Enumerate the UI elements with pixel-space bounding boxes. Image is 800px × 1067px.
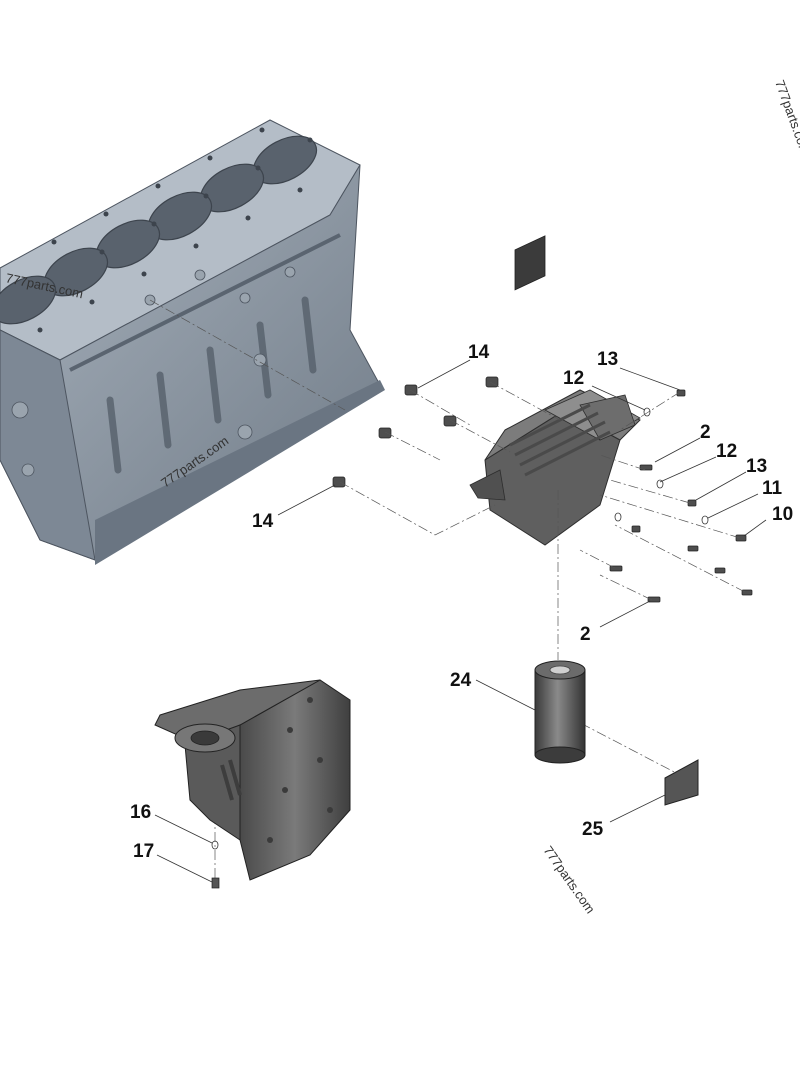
watermark-bottom: 777parts.com xyxy=(541,843,598,916)
o-rings xyxy=(614,407,709,525)
plug-10 xyxy=(735,534,747,542)
fasteners xyxy=(332,376,753,603)
engine-block xyxy=(0,119,385,565)
callout-14-left: 14 xyxy=(252,511,274,532)
callout-10: 10 xyxy=(772,504,793,525)
callout-14-top: 14 xyxy=(468,342,490,363)
plug-14-a xyxy=(404,384,418,396)
plug-13-b xyxy=(687,499,697,507)
oil-filter xyxy=(534,660,586,764)
plug-14-d xyxy=(378,427,392,439)
plug-13-a xyxy=(676,389,686,397)
o-ring-16 xyxy=(211,840,219,850)
callouts: 14 13 12 2 12 13 11 10 14 2 24 25 16 17 xyxy=(130,342,793,862)
callout-13-top: 13 xyxy=(597,349,618,370)
plug-14-e xyxy=(332,476,346,488)
filter-wrench-strap xyxy=(664,759,699,806)
callout-12-top: 12 xyxy=(563,368,584,389)
callout-11: 11 xyxy=(762,478,783,499)
filter-head-housing xyxy=(469,235,641,546)
plug-14-c xyxy=(443,415,457,427)
callout-24: 24 xyxy=(450,670,472,691)
bolt-2-b xyxy=(647,596,661,603)
callout-25: 25 xyxy=(582,819,604,840)
leader-lines xyxy=(154,359,767,883)
watermark-top-right: 777parts.com xyxy=(772,78,800,157)
front-cover-housing xyxy=(154,679,351,881)
bolt-2-a xyxy=(639,464,653,471)
callout-2-top: 2 xyxy=(700,422,711,443)
callout-17: 17 xyxy=(133,841,154,862)
cylinder-bores xyxy=(0,135,318,325)
callout-13-right: 13 xyxy=(746,456,767,477)
callout-2-bottom: 2 xyxy=(580,624,591,645)
callout-12-right: 12 xyxy=(716,441,737,462)
bolt-17 xyxy=(211,877,220,889)
callout-16: 16 xyxy=(130,802,151,823)
